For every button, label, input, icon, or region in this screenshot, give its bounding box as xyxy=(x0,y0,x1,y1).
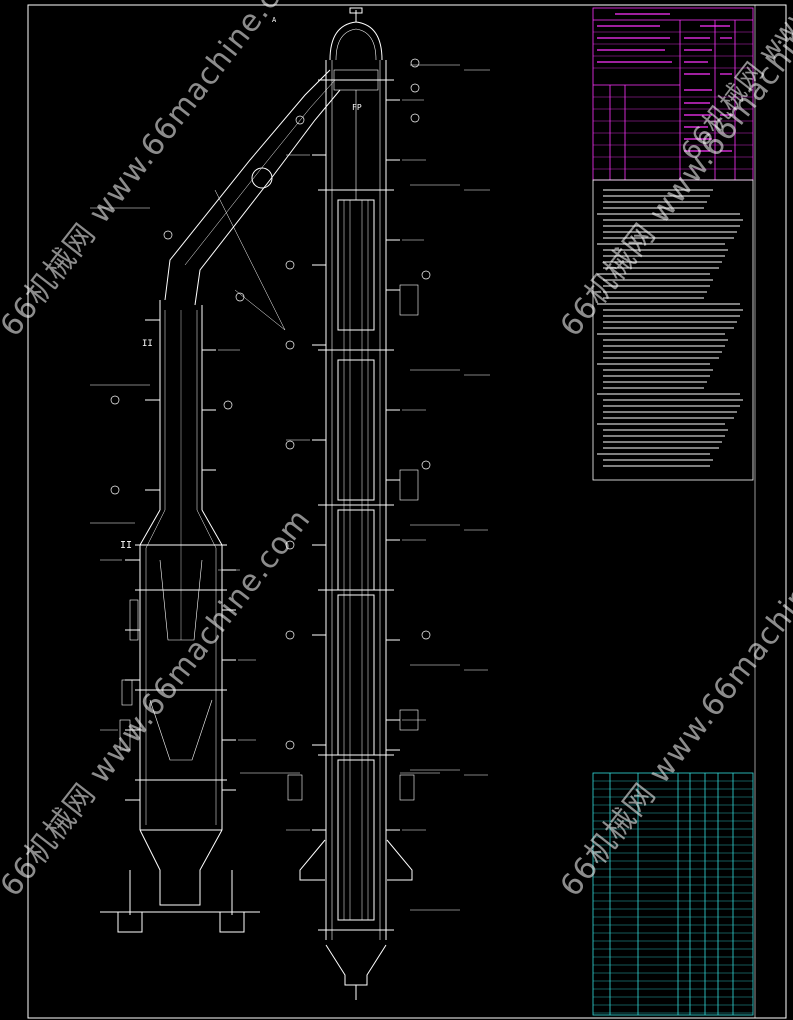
design-table-text-strokes xyxy=(597,13,733,152)
reactor-vessel xyxy=(287,7,419,1000)
transfer-duct xyxy=(164,69,341,331)
elevation-lines xyxy=(90,64,460,911)
parts-list-table xyxy=(592,772,754,1016)
outer-frame xyxy=(27,4,787,1019)
callout-bubbles xyxy=(110,58,431,750)
view-mark-2: II xyxy=(142,339,153,349)
top-point-label: A xyxy=(272,16,277,24)
reactor-mark: FP xyxy=(352,103,362,112)
technical-notes xyxy=(592,179,754,481)
design-table-rows xyxy=(593,31,753,170)
annotation-marks xyxy=(100,69,490,831)
view-mark-1: II xyxy=(120,540,132,551)
left-vessel xyxy=(100,300,260,933)
